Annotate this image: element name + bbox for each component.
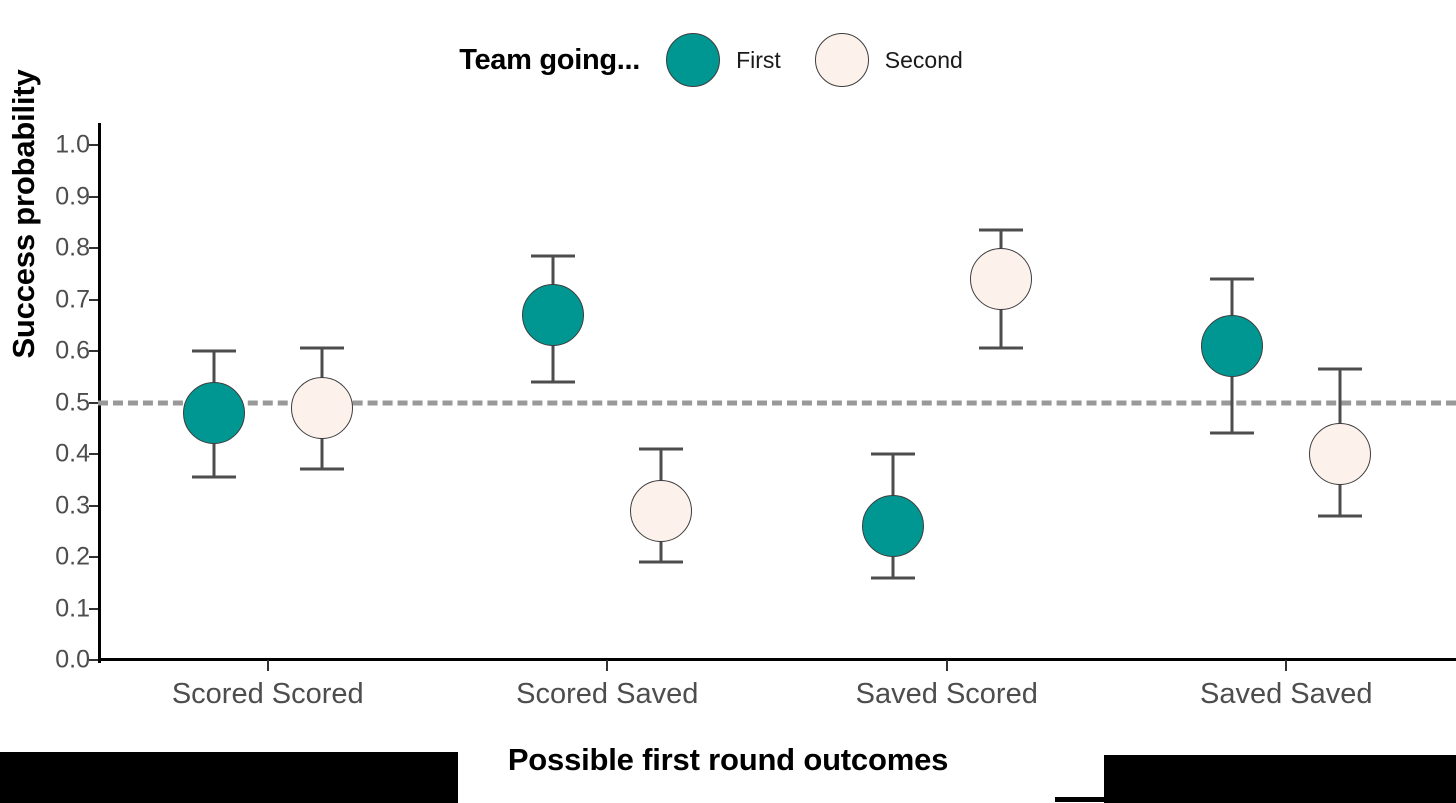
legend-key-second-circle bbox=[814, 33, 869, 87]
error-bar-cap bbox=[978, 346, 1023, 350]
error-bar-cap bbox=[299, 467, 344, 471]
bottom-left-black-bar bbox=[0, 752, 458, 803]
y-tick-mark bbox=[89, 504, 98, 507]
error-bar-cap bbox=[1210, 277, 1255, 281]
y-tick-mark bbox=[89, 144, 98, 146]
y-axis-title: Success probability bbox=[6, 69, 41, 359]
error-bar-cap bbox=[1318, 367, 1363, 371]
error-bar-cap bbox=[191, 349, 236, 353]
data-point[interactable] bbox=[182, 381, 245, 444]
error-bar-cap bbox=[639, 560, 684, 564]
y-tick-label: 0.6 bbox=[55, 336, 90, 365]
x-tick-mark bbox=[945, 660, 948, 671]
error-bar-cap bbox=[1318, 514, 1363, 518]
reference-line-half bbox=[98, 400, 1456, 405]
error-bar-cap bbox=[1210, 431, 1255, 435]
x-tick-mark bbox=[606, 660, 609, 671]
y-tick-mark bbox=[89, 556, 98, 558]
x-tick-label: Scored Saved bbox=[516, 678, 699, 710]
legend-key-first-circle bbox=[666, 33, 721, 87]
x-axis-title: Possible first round outcomes bbox=[507, 742, 949, 777]
y-tick-label: 0.7 bbox=[55, 285, 90, 313]
y-tick-mark bbox=[89, 401, 98, 404]
y-tick-label: 0.9 bbox=[55, 182, 90, 210]
plot-area: 0.0 0.1 0.2 0.3 0.4 0.5 0.6 0.7 0.8 0.9 1.0 Scored… bbox=[55, 123, 1456, 710]
legend-label-second: Second bbox=[884, 46, 963, 73]
error-bar-cap bbox=[870, 452, 915, 456]
x-tick-mark bbox=[1285, 660, 1288, 671]
error-bar-cap bbox=[299, 346, 344, 350]
legend-label-first: First bbox=[736, 46, 781, 73]
y-tick-mark bbox=[89, 195, 98, 198]
error-bar-cap bbox=[191, 475, 236, 479]
y-tick-label: 0.4 bbox=[55, 439, 90, 468]
legend-entry-second: Second bbox=[814, 33, 963, 87]
data-point[interactable] bbox=[1201, 314, 1264, 377]
data-point[interactable] bbox=[1309, 423, 1372, 485]
error-bar-cap bbox=[531, 254, 576, 258]
y-tick-mark bbox=[89, 298, 98, 301]
data-point[interactable] bbox=[630, 479, 693, 542]
y-tick-label: 0.1 bbox=[55, 594, 90, 622]
legend-title: Team going... bbox=[459, 43, 641, 76]
data-point[interactable] bbox=[861, 495, 924, 558]
x-tick-mark bbox=[266, 660, 269, 671]
error-bar-cap bbox=[639, 447, 684, 451]
y-tick-mark bbox=[89, 607, 98, 610]
y-axis-line bbox=[98, 123, 101, 663]
data-point[interactable] bbox=[522, 283, 585, 346]
data-point[interactable] bbox=[969, 247, 1032, 310]
bottom-black-line bbox=[1055, 797, 1105, 802]
bottom-right-black-bar bbox=[1104, 755, 1456, 803]
y-tick-label: 0.3 bbox=[55, 491, 90, 519]
y-tick-label: 0.8 bbox=[55, 233, 90, 262]
error-bar-cap bbox=[978, 228, 1023, 232]
y-tick-label: 0.2 bbox=[55, 542, 90, 571]
x-tick-label: Scored Scored bbox=[171, 678, 364, 710]
y-tick-mark bbox=[89, 659, 98, 661]
y-tick-mark bbox=[89, 350, 98, 352]
y-tick-label: 1.0 bbox=[55, 130, 90, 159]
y-tick-label: 0.0 bbox=[55, 645, 90, 674]
y-tick-label: 0.5 bbox=[55, 388, 90, 416]
error-bar-cap bbox=[870, 576, 915, 580]
x-tick-label: Saved Scored bbox=[855, 678, 1038, 710]
legend: Team going... First Second bbox=[0, 32, 1456, 88]
x-axis-line bbox=[98, 658, 1456, 661]
y-tick-mark bbox=[89, 453, 98, 455]
legend-entry-first: First bbox=[666, 33, 781, 87]
x-tick-label: Saved Saved bbox=[1199, 678, 1373, 710]
data-point[interactable] bbox=[290, 376, 353, 439]
error-bar-cap bbox=[531, 380, 576, 384]
y-tick-mark bbox=[89, 247, 98, 249]
